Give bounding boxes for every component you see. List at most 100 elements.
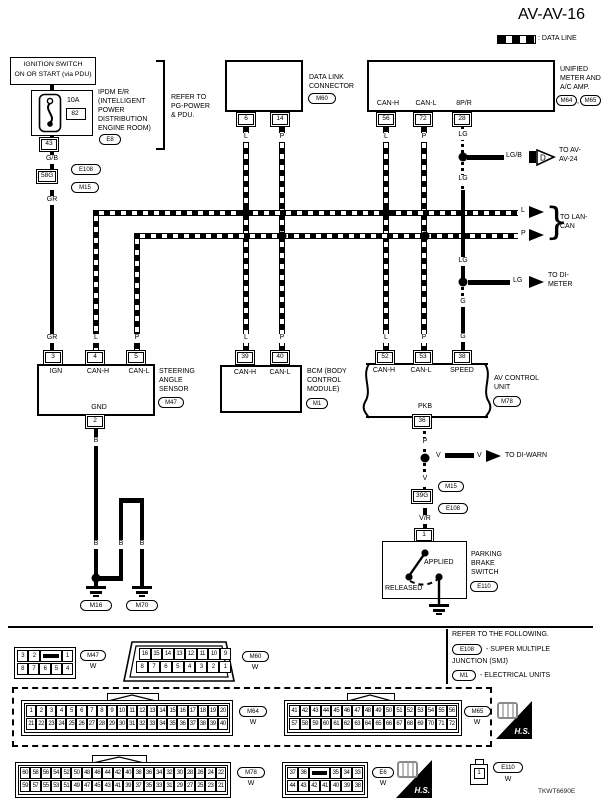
pin-cell: 64: [362, 718, 373, 730]
pin-cell: 29: [174, 780, 185, 792]
pin-cell: 47: [81, 780, 93, 792]
to-dimeter-label: METER: [548, 281, 573, 288]
pin-cell: 29: [106, 718, 117, 730]
connector-oval-e108: E108: [438, 503, 468, 514]
fuse-icon: [38, 93, 62, 133]
pin-cell: 1: [26, 705, 37, 717]
pin-cell: 26: [195, 767, 206, 779]
pin-14: 14: [270, 112, 290, 127]
pin-cell: 9: [219, 648, 231, 660]
pin-cell: 12: [137, 705, 148, 717]
ipdm-label: DISTRIBUTION: [98, 116, 148, 123]
pin-cell: 52: [404, 705, 415, 717]
connector-color: W: [251, 664, 259, 671]
pin-cell: 33: [147, 718, 158, 730]
switch-released-label: RELEASED: [385, 585, 423, 592]
connector-face-e110: 1: [470, 764, 488, 785]
pin-cell: 6: [76, 705, 87, 717]
pin-cell: 45: [92, 780, 103, 792]
pin-cell: 1: [219, 661, 231, 673]
pin-cell: 38: [352, 780, 364, 792]
pin-cell: 48: [81, 767, 93, 779]
av-box-wavy-edge: [362, 363, 370, 419]
pin-cell: 38: [133, 767, 144, 779]
refer-note: PG-POWER: [171, 103, 210, 110]
pin-cell: 16: [139, 648, 151, 660]
pin-cell: 10: [116, 705, 127, 717]
bcm-label: BCM (BODY: [307, 368, 347, 375]
pin-cell: 16: [177, 705, 188, 717]
pin-cell: 13: [173, 648, 185, 660]
pin-cell: 39: [341, 780, 353, 792]
ground-icon: [433, 609, 445, 612]
pin-cell: 53: [50, 780, 62, 792]
connector-oval-m70: M70: [126, 600, 158, 611]
bcm-label: MODULE): [307, 386, 340, 393]
di-warn-branch-wire: [445, 453, 474, 458]
page-title: AV-AV-16: [518, 6, 585, 23]
sas-label: SENSOR: [159, 386, 189, 393]
pin-cell: 31: [126, 718, 138, 730]
b-wire: [96, 576, 123, 581]
pin-cell: 30: [174, 767, 185, 779]
connector-oval-e108: E108: [452, 644, 482, 655]
pin-2-gnd: 2: [85, 414, 105, 429]
hs-connector-icon: [397, 761, 418, 778]
pin-cell: 53: [415, 705, 426, 717]
pin-cell: 63: [352, 718, 363, 730]
pin-cell: 47: [352, 705, 363, 717]
connector-oval-m1: M1: [452, 670, 476, 681]
pbs-label: PARKING: [471, 551, 502, 558]
avu-label: UNIT: [494, 384, 511, 391]
pin-cell: 3: [46, 705, 57, 717]
pin-cell: 44: [102, 767, 113, 779]
pin-cell: 40: [330, 780, 342, 792]
bus-end-label-p: P: [521, 230, 526, 237]
pin-cell: 5: [50, 663, 62, 675]
connector-oval-m15: M15: [438, 481, 464, 492]
pin-cell: [309, 767, 330, 779]
pin-cell: 42: [308, 780, 320, 792]
connector-oval-m47: M47: [158, 397, 184, 408]
pin-cell: 39: [122, 780, 134, 792]
drawing-code: TKWT6690E: [538, 788, 576, 795]
ground-icon: [136, 591, 148, 594]
wire-label: GR: [45, 334, 59, 343]
connector-color: W: [473, 719, 481, 726]
pin-cell: 7: [147, 661, 160, 673]
wire-label: LG: [457, 131, 469, 140]
to-lancan-label: TO LAN-: [560, 214, 588, 221]
wire-label: P: [420, 334, 428, 343]
pin-cell: 40: [217, 718, 228, 730]
connector-color: W: [379, 780, 387, 787]
pin-cell: 20: [217, 705, 228, 717]
footer-note: - SUPER MULTIPLE: [486, 646, 551, 653]
pin-cell: 24: [56, 718, 67, 730]
ground-icon: [139, 595, 145, 597]
wire-label: P: [421, 438, 429, 447]
pin-cell: 5: [171, 661, 184, 673]
pin-6: 6: [236, 112, 256, 127]
connector-oval-m16: M16: [80, 600, 112, 611]
sas-label: STEERING: [159, 368, 195, 375]
lan-arrow-p-icon: [529, 229, 544, 241]
footer-note: REFER TO THE FOLLOWING.: [452, 631, 549, 638]
pin-cell: 36: [177, 718, 188, 730]
connector-oval-e110: E110: [493, 762, 523, 773]
pin-cell: 10: [208, 648, 220, 660]
connector-color: W: [247, 780, 255, 787]
footer-note: - ELECTRICAL UNITS: [480, 672, 551, 679]
connector-oval-m78: M78: [493, 396, 521, 407]
pin-cell: 49: [71, 780, 82, 792]
connector-color: W: [89, 663, 97, 670]
wire-label: G: [459, 333, 467, 342]
junction-dot: [420, 231, 430, 241]
pin-cell: 65: [373, 718, 384, 730]
pin-cell: 33: [153, 780, 165, 792]
pin-cell: 21: [26, 718, 37, 730]
junction-dot: [458, 152, 468, 162]
connector-oval-e110: E110: [470, 581, 498, 592]
pin-cell: 41: [289, 705, 300, 717]
junction-dot: [381, 208, 391, 218]
pin-cell: 1: [61, 650, 73, 662]
